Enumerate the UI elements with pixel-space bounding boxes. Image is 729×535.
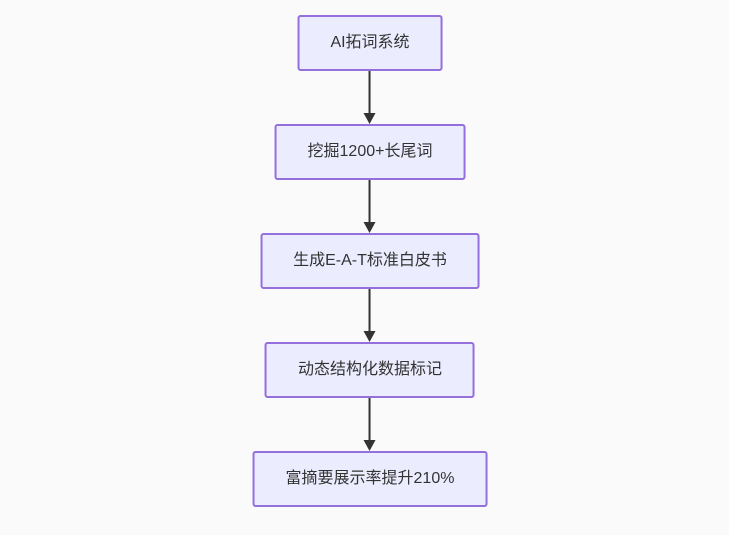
- arrow-head: [364, 113, 376, 124]
- arrow-down-icon: [364, 71, 376, 124]
- arrow-down-icon: [363, 398, 376, 451]
- flowchart-node-label: 富摘要展示率提升210%: [285, 470, 455, 487]
- arrow-line: [369, 289, 371, 331]
- flowchart-node-label: 挖掘1200+长尾词: [307, 143, 433, 160]
- flowchart-node-label: AI拓词系统: [330, 34, 410, 51]
- arrow-down-icon: [364, 289, 376, 342]
- arrow-head: [364, 331, 376, 342]
- flowchart-step: 挖掘1200+长尾词: [274, 124, 466, 233]
- flowchart-step: 生成E-A-T标准白皮书: [260, 233, 480, 342]
- flowchart-step: 动态结构化数据标记: [264, 342, 475, 451]
- flowchart: AI拓词系统 挖掘1200+长尾词 生成E-A-T标准白皮书 动态结构化数据标记: [252, 15, 488, 507]
- flowchart-node[interactable]: AI拓词系统: [297, 15, 443, 71]
- flowchart-step: 富摘要展示率提升210%: [252, 451, 488, 507]
- flowchart-node[interactable]: 生成E-A-T标准白皮书: [260, 233, 480, 289]
- flowchart-node-label: 生成E-A-T标准白皮书: [293, 252, 447, 269]
- flowchart-node[interactable]: 动态结构化数据标记: [264, 342, 475, 398]
- arrow-line: [368, 398, 371, 440]
- arrow-head: [363, 440, 376, 451]
- arrow-line: [369, 71, 371, 113]
- flowchart-node[interactable]: 富摘要展示率提升210%: [252, 451, 488, 507]
- flowchart-node[interactable]: 挖掘1200+长尾词: [274, 124, 466, 180]
- arrow-line: [368, 180, 371, 222]
- flowchart-step: AI拓词系统: [297, 15, 443, 124]
- flowchart-node-label: 动态结构化数据标记: [297, 361, 442, 378]
- arrow-down-icon: [363, 180, 376, 233]
- arrow-head: [363, 222, 376, 233]
